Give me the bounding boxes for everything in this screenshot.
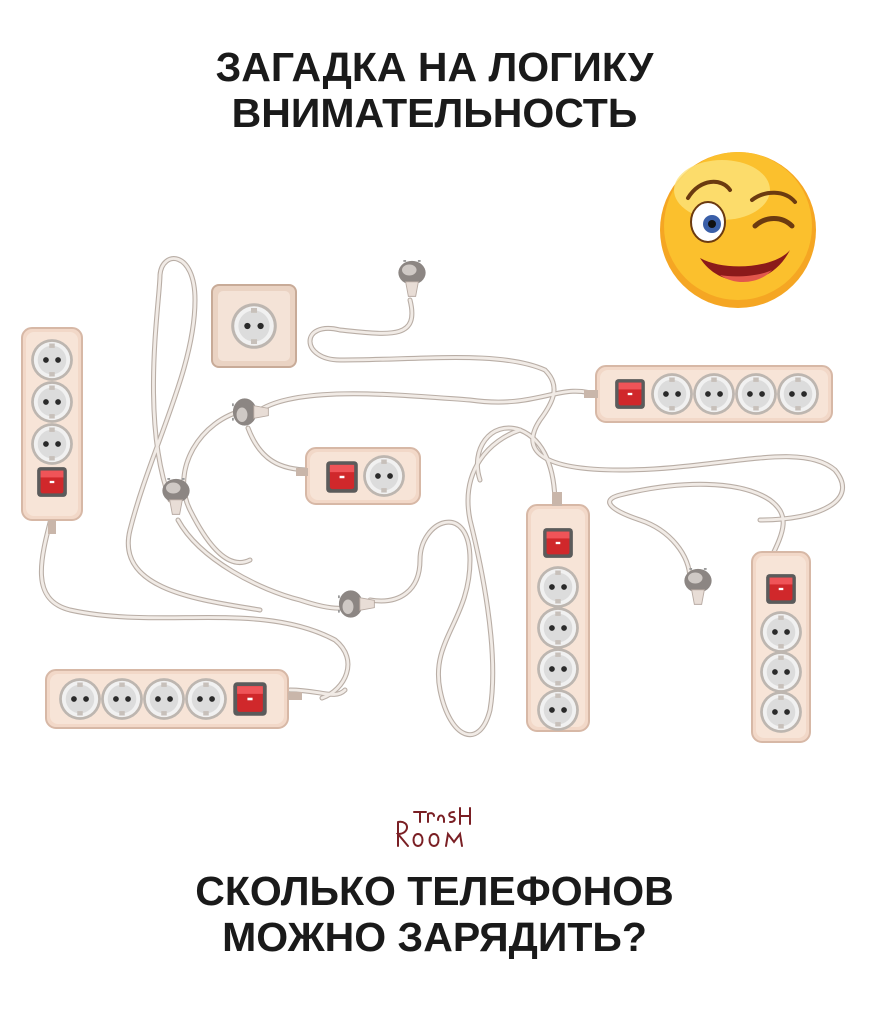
plug-icon xyxy=(338,589,376,619)
cords xyxy=(41,259,842,735)
puzzle-title-line-1: ЗАГАДКА НА ЛОГИКУ xyxy=(215,44,654,90)
puzzle-question: СКОЛЬКО ТЕЛЕФОНОВ МОЖНО ЗАРЯДИТЬ? xyxy=(0,868,869,961)
winking-smiley-icon xyxy=(660,152,816,308)
power-strip-icon xyxy=(751,551,811,743)
switch-icon xyxy=(766,574,796,604)
switch-icon xyxy=(233,682,267,716)
switch-icon xyxy=(37,467,67,497)
switch-icon xyxy=(326,461,358,493)
power-strip-icon xyxy=(526,492,590,732)
power-strip-icon xyxy=(45,669,302,729)
puzzle-title-line-2: ВНИМАТЕЛЬНОСТЬ xyxy=(231,90,638,137)
wall-socket-icon xyxy=(211,284,297,368)
puzzle-title: ЗАГАДКА НА ЛОГИКУ ВНИМАТЕЛЬНОСТЬ xyxy=(0,44,869,137)
trash-room-logo xyxy=(395,807,471,848)
puzzle-question-line-2: МОЖНО ЗАРЯДИТЬ? xyxy=(222,914,647,961)
power-strip-icon xyxy=(21,327,83,534)
power-strip-icon xyxy=(584,365,833,423)
plug-icon xyxy=(232,397,270,427)
puzzle-question-line-1: СКОЛЬКО ТЕЛЕФОНОВ xyxy=(195,868,674,914)
switch-icon xyxy=(615,379,645,409)
switch-icon xyxy=(543,528,573,558)
power-strip-icon xyxy=(296,447,421,505)
plug-icon xyxy=(397,260,427,298)
